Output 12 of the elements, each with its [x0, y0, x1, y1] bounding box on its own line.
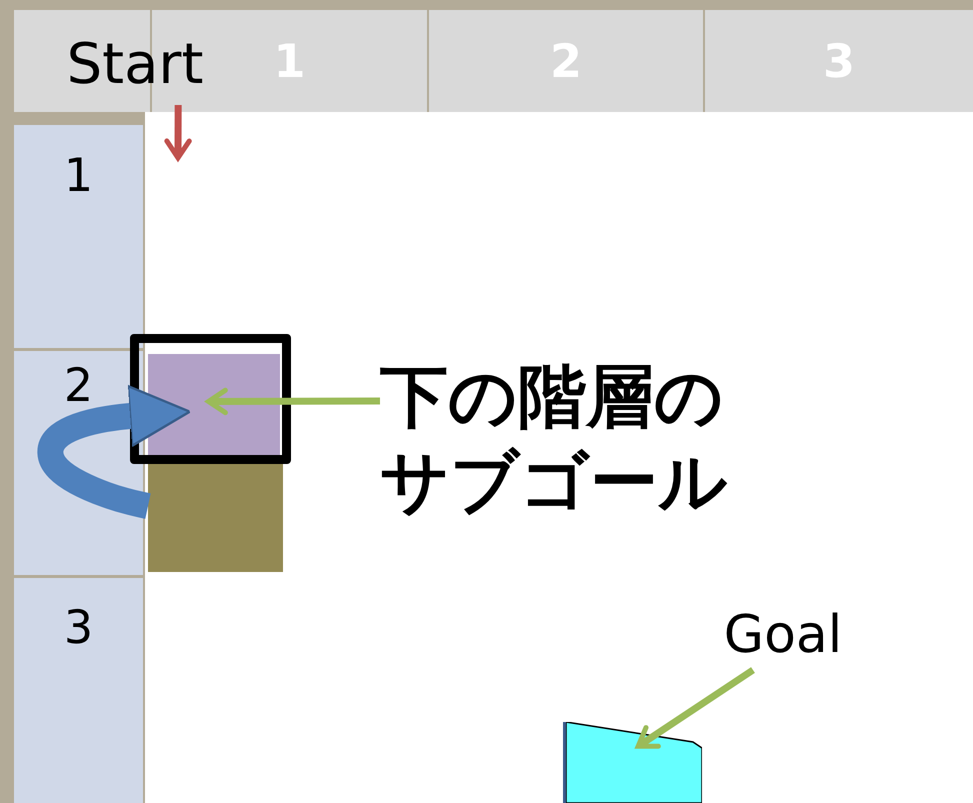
- start-label: Start: [66, 31, 204, 99]
- arrow: [164, 104, 192, 160]
- row-number: 3: [64, 600, 94, 654]
- olive-square: [148, 464, 283, 572]
- goal-shape: [563, 722, 699, 803]
- subgoal-label: 下の階層のサブゴール: [380, 356, 729, 524]
- arrow: [206, 388, 380, 416]
- arrow: [636, 667, 755, 749]
- row-number: 2: [64, 358, 94, 412]
- curved-arrow: [37, 384, 191, 519]
- goal-label: Goal: [724, 604, 842, 666]
- row-number: 1: [64, 148, 94, 202]
